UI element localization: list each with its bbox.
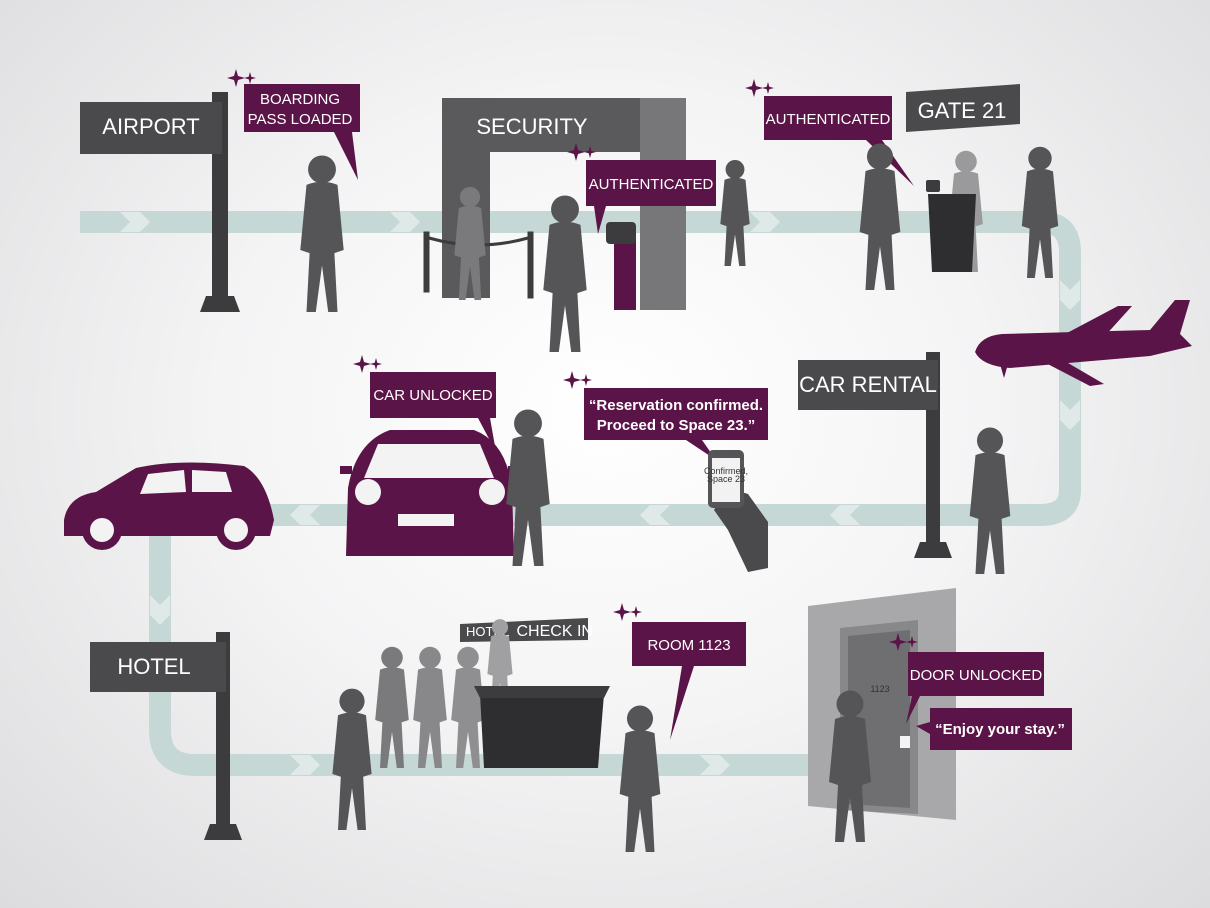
car-unlocked-callout: CAR UNLOCKED [370,372,496,452]
reservation-callout: “Reservation confirmed. Proceed to Space… [584,388,768,460]
sparkle-icon [353,355,382,373]
rental-car-front [340,430,520,556]
car-unlocked-text: CAR UNLOCKED [373,387,492,404]
gate-sign: GATE 21 [906,84,1020,132]
reservation-line2: Proceed to Space 23.” [597,417,755,434]
walking-to-room-silhouette [619,705,661,852]
boarding-pass-callout: BOARDING PASS LOADED [244,84,360,180]
enjoy-stay-callout: “Enjoy your stay.” [916,708,1072,750]
car-rental-signpost: CAR RENTAL [798,352,952,558]
front-desk [474,686,610,768]
enjoy-text: “Enjoy your stay.” [935,721,1065,738]
gate-authenticated-callout: AUTHENTICATED [764,96,914,186]
hotel-sign-label: HOTEL [117,654,190,679]
traveler-at-car-rental-silhouette [969,427,1011,574]
walking-traveler-silhouette [1021,146,1059,278]
airplane-icon [975,300,1192,386]
hotel-room-door: 1123 [808,588,956,820]
phone-screen-line1: Confirmed, [704,466,748,476]
queue-person-silhouette [451,646,485,768]
sparkle-icon [613,603,642,621]
airport-signpost: AIRPORT [80,92,240,312]
traveler-silhouette [300,155,344,312]
security-auth-text: AUTHENTICATED [589,176,714,193]
security-authenticated-callout: AUTHENTICATED [586,160,716,234]
queue-person-silhouette [375,646,409,768]
driving-car-side [64,462,274,550]
room-text: ROOM 1123 [647,637,730,654]
hotel-check-in-sign: HOTEL CHECK IN [460,618,593,642]
door-unlocked-text: DOOR UNLOCKED [910,667,1043,684]
airport-sign-label: AIRPORT [102,114,199,139]
boarding-line2: PASS LOADED [248,111,353,128]
door-unlocked-callout: DOOR UNLOCKED [906,652,1044,724]
hand-with-phone: Confirmed, Space 23 [704,450,768,572]
gate-auth-text: AUTHENTICATED [766,111,891,128]
queue-person-silhouette [413,646,447,768]
room-callout: ROOM 1123 [632,622,746,740]
svg-text:HOTEL CHECK IN: HOTEL CHECK IN [466,623,593,640]
reservation-line1: “Reservation confirmed. [589,397,763,414]
security-sign-label: SECURITY [476,114,588,139]
traveler-arriving-hotel-silhouette [332,688,372,830]
gate-podium [926,180,976,272]
security-kiosk [606,222,636,310]
boarding-line1: BOARDING [260,91,340,108]
car-rental-sign-label: CAR RENTAL [799,372,937,397]
path-chevrons [120,212,1080,775]
journey-path [80,211,1081,776]
phone-screen-line2: Space 23 [707,474,745,484]
walking-traveler-silhouette [720,159,750,266]
hotel-check-in-label: CHECK IN [516,623,592,640]
sparkle-icon [563,371,592,389]
door-number: 1123 [870,684,889,694]
sparkle-icon [745,79,774,97]
gate-sign-label: GATE 21 [918,98,1007,123]
hotel-signpost: HOTEL [90,632,242,840]
